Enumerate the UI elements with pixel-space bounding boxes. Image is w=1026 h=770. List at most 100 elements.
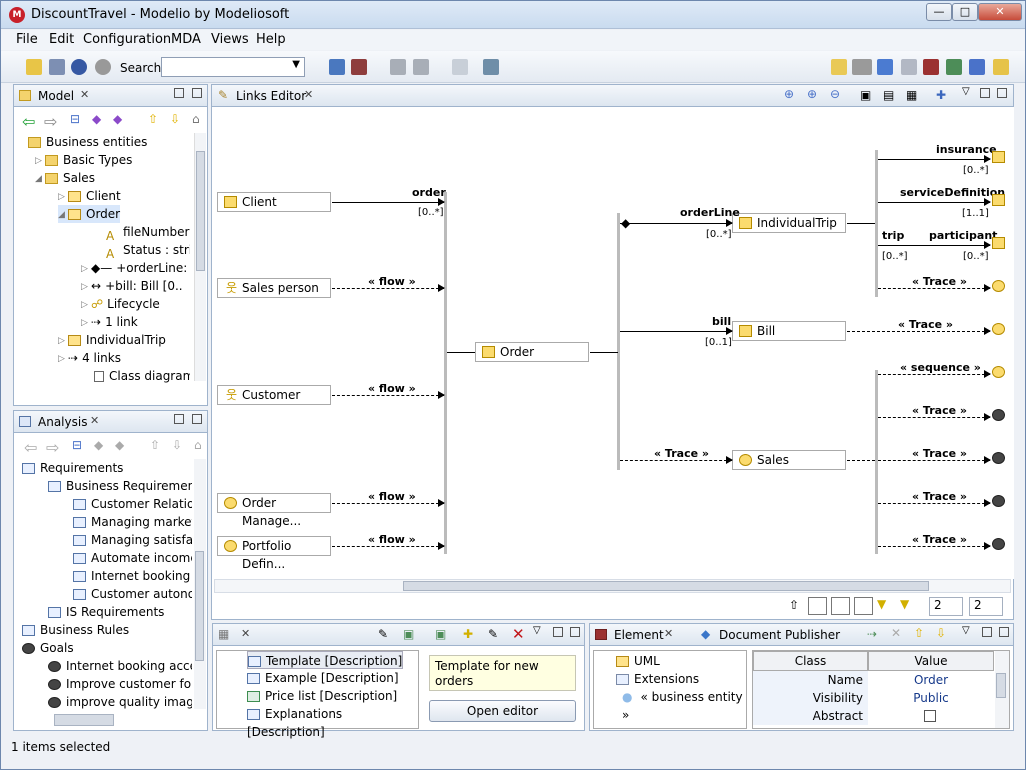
- tree-item-link[interactable]: ▷⇢1 link: [81, 313, 138, 331]
- zoom-out-icon[interactable]: ⊖: [830, 87, 841, 101]
- document-publisher-tab[interactable]: Document Publisher: [719, 628, 841, 642]
- menu-help[interactable]: Help: [256, 32, 286, 47]
- template-item[interactable]: Price list [Description]: [247, 687, 397, 705]
- properties-icon[interactable]: ✎: [488, 627, 499, 641]
- link-icon[interactable]: ◆: [92, 112, 102, 126]
- property-value[interactable]: Order: [913, 673, 949, 687]
- goal-target-icon[interactable]: [992, 452, 1005, 464]
- tree-item-links[interactable]: ▷⇢4 links: [58, 349, 121, 367]
- undo-icon[interactable]: [71, 59, 87, 75]
- node-portfolio[interactable]: Portfolio Defin...: [217, 536, 331, 571]
- menu-mda[interactable]: MDA: [171, 32, 201, 47]
- maximize-icon[interactable]: [999, 627, 1009, 637]
- move-down-icon[interactable]: ⇩: [936, 626, 947, 640]
- maximize-icon[interactable]: [997, 88, 1007, 98]
- trace-target-icon[interactable]: [992, 323, 1005, 335]
- tree-item-req-4[interactable]: Automate income: [73, 549, 192, 567]
- check-icon[interactable]: [946, 59, 962, 75]
- filter-edit-icon[interactable]: ▼: [900, 597, 910, 611]
- tree-item-class-diagram[interactable]: Class diagram: [94, 367, 190, 383]
- model-icon[interactable]: [329, 59, 345, 75]
- maximize-icon[interactable]: [570, 627, 580, 637]
- element-stereotype[interactable]: ●« business entity »: [622, 690, 743, 722]
- node-individualtrip[interactable]: IndividualTrip: [732, 213, 846, 233]
- service-target-icon[interactable]: [992, 194, 1005, 206]
- save-image-icon[interactable]: ▤: [883, 88, 895, 102]
- package-icon[interactable]: [923, 59, 939, 75]
- visibility-value[interactable]: Public: [913, 691, 949, 705]
- back-icon[interactable]: [390, 59, 406, 75]
- maximize-button[interactable]: □: [952, 3, 978, 21]
- templates-tab[interactable]: ▦ ✕ ✎ ▣ ▣ ✚ ✎ ✕ ▽: [213, 624, 584, 646]
- camera-icon[interactable]: ▦: [906, 88, 918, 102]
- zoom-icon[interactable]: ⊕: [807, 87, 818, 101]
- node-order-manager[interactable]: Order Manage...: [217, 493, 331, 528]
- tree-item-client[interactable]: ▷Client: [58, 187, 121, 205]
- menu-edit[interactable]: Edit: [49, 32, 75, 47]
- close-icon[interactable]: ✕: [241, 627, 251, 640]
- insurance-target-icon[interactable]: [992, 151, 1005, 163]
- node-bill[interactable]: Bill: [732, 321, 846, 341]
- collapse-icon[interactable]: ⊟: [72, 438, 83, 452]
- perspective-icon[interactable]: [831, 59, 847, 75]
- tree-item-business-rules[interactable]: Business Rules: [22, 621, 129, 639]
- menu-views[interactable]: Views: [211, 32, 249, 47]
- link-icon[interactable]: ◆: [94, 438, 104, 452]
- active-perspective-icon[interactable]: [852, 59, 872, 75]
- move-up-icon[interactable]: ⇧: [914, 626, 925, 640]
- minimize-icon[interactable]: [980, 88, 990, 98]
- scroll-thumb[interactable]: [403, 581, 929, 591]
- new-project-icon[interactable]: [26, 59, 42, 75]
- forward-arrow-icon[interactable]: ⇨: [44, 112, 58, 131]
- close-icon[interactable]: ✕: [664, 627, 674, 640]
- tree-item-goal-3[interactable]: improve quality image: [48, 693, 192, 711]
- close-button[interactable]: ✕: [978, 3, 1022, 21]
- down-arrow-icon[interactable]: ⇩: [170, 112, 181, 126]
- tree-item-req-2[interactable]: Managing market: [73, 513, 192, 531]
- maximize-icon[interactable]: [192, 414, 202, 424]
- tree-item-goal-2[interactable]: Improve customer follo: [48, 675, 192, 693]
- down-arrow-icon[interactable]: ⇩: [172, 438, 183, 452]
- goal-target-icon[interactable]: [992, 495, 1005, 507]
- element-extensions[interactable]: Extensions: [616, 670, 699, 688]
- element-uml[interactable]: UML: [616, 652, 660, 670]
- delete-icon[interactable]: ✕: [512, 625, 525, 643]
- minimize-icon[interactable]: [174, 414, 184, 424]
- up-arrow-icon[interactable]: ⇧: [148, 112, 159, 126]
- generate-icon[interactable]: ▣: [403, 627, 415, 641]
- tree-item-lifecycle[interactable]: ▷☍Lifecycle: [81, 295, 160, 313]
- element-tab-label[interactable]: Element: [614, 628, 664, 642]
- close-icon[interactable]: ✕: [304, 88, 314, 101]
- document-icon[interactable]: [452, 59, 468, 75]
- tree-item-goal-1[interactable]: Internet booking acces: [48, 657, 192, 675]
- level-spinner[interactable]: 2: [929, 597, 963, 616]
- tree-item-requirements[interactable]: Requirements: [22, 459, 123, 477]
- tree-item-req-6[interactable]: Customer autonor: [73, 585, 192, 603]
- chevron-down-icon[interactable]: ▽: [533, 625, 541, 636]
- chevron-down-icon[interactable]: ▼: [292, 59, 300, 70]
- tree-item-orderline[interactable]: ▷◆—+orderLine: I: [81, 259, 190, 277]
- depth-spinner[interactable]: 2: [969, 597, 1003, 616]
- home-icon[interactable]: ⌂: [194, 438, 202, 452]
- filter-icon[interactable]: ▼: [877, 597, 887, 611]
- tree-item-bill[interactable]: ▷↔+bill: Bill [0..: [81, 277, 183, 295]
- horizontal-scroll-thumb[interactable]: [54, 714, 114, 726]
- edit-icon[interactable]: ✎: [378, 627, 389, 641]
- minimize-icon[interactable]: [982, 627, 992, 637]
- template-item[interactable]: Explanations [Description]: [247, 707, 343, 739]
- goal-target-icon[interactable]: [992, 409, 1005, 421]
- home-icon[interactable]: ⌂: [192, 112, 200, 126]
- save-icon[interactable]: [49, 59, 65, 75]
- template-item[interactable]: Template [Description]: [247, 651, 404, 669]
- direct-link-icon[interactable]: [808, 597, 827, 615]
- back-arrow-icon[interactable]: ⇦: [22, 112, 36, 131]
- forward-arrow-icon[interactable]: ⇨: [46, 438, 60, 457]
- collapse-icon[interactable]: ⊟: [70, 112, 81, 126]
- scroll-thumb[interactable]: [196, 151, 205, 271]
- chevron-down-icon[interactable]: ▽: [962, 625, 970, 636]
- node-sales[interactable]: Sales: [732, 450, 846, 470]
- forward-icon[interactable]: [413, 59, 429, 75]
- remove-icon[interactable]: ✕: [891, 626, 902, 640]
- add-annotation-icon[interactable]: ⇢: [867, 627, 878, 641]
